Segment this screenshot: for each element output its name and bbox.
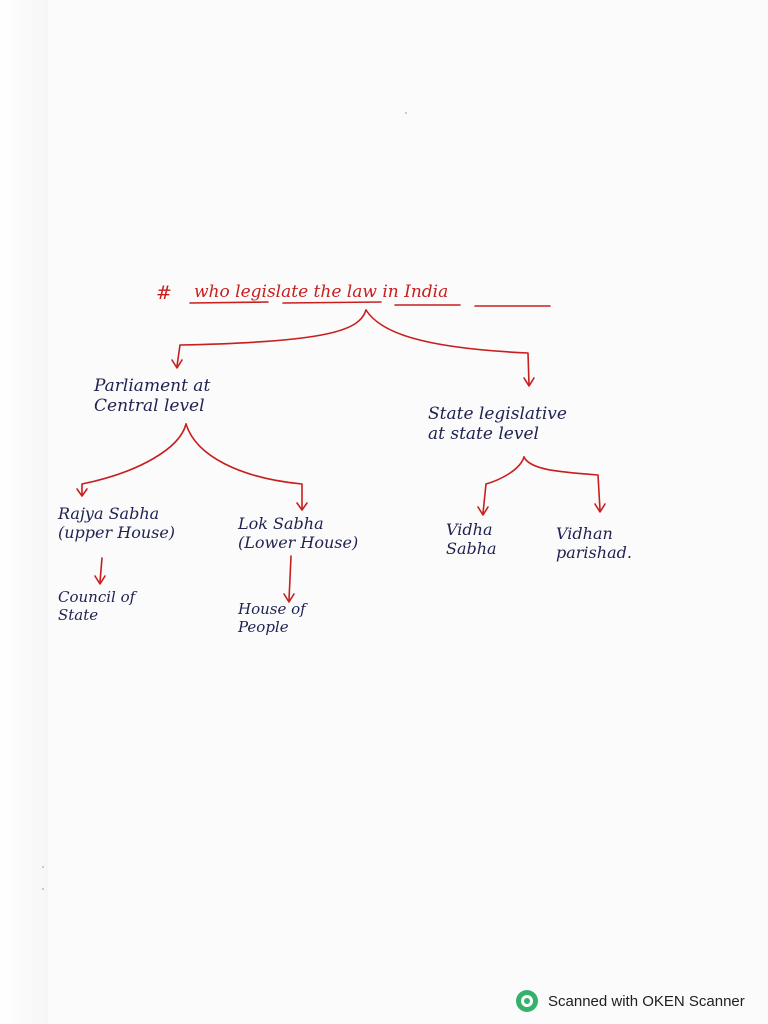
paper-speck — [405, 112, 407, 114]
connector-rajya-to-council — [99, 557, 103, 583]
paper-speck — [42, 866, 44, 868]
node-parliament: Parliament at Central level — [94, 376, 211, 417]
connector-parliament-to-lok — [185, 423, 303, 509]
title-underline — [282, 301, 382, 304]
scanner-watermark-label: Scanned with OKEN Scanner — [548, 992, 745, 1010]
arrowhead — [94, 575, 106, 585]
arrowhead — [594, 503, 606, 513]
node-lok-sabha: Lok Sabha (Lower House) — [238, 514, 359, 553]
node-house-of-people: House of People — [238, 600, 306, 636]
node-rajya-sabha: Rajya Sabha (upper House) — [58, 504, 176, 543]
diagram-title: who legislate the law in India — [194, 282, 449, 302]
paper-speck — [42, 888, 44, 890]
arrowhead — [283, 593, 295, 603]
title-underline — [189, 301, 269, 304]
arrowhead — [296, 502, 308, 511]
node-council-of-state: Council of State — [58, 588, 136, 624]
page-margin-shade — [0, 0, 48, 1024]
connector-state-to-vidhan-parishad — [523, 456, 601, 511]
node-vidhan-parishad: Vidhan parishad. — [556, 524, 632, 563]
arrowhead — [171, 359, 183, 369]
scanner-watermark: Scanned with OKEN Scanner — [516, 989, 745, 1013]
connector-title-to-state — [365, 309, 530, 385]
title-hash-mark: # — [156, 282, 172, 304]
arrowhead — [477, 506, 489, 516]
arrowhead — [76, 488, 88, 497]
connector-state-to-vidhan-sabha — [482, 456, 525, 514]
connector-parliament-to-rajya — [81, 423, 187, 495]
connector-title-to-parliament — [176, 309, 367, 367]
connector-lok-to-house — [288, 555, 292, 601]
node-vidhan-sabha: Vidha Sabha — [446, 520, 497, 559]
node-state-legislative: State legislative at state level — [428, 404, 567, 445]
arrowhead — [523, 377, 535, 387]
oken-scanner-logo-icon — [516, 990, 538, 1012]
